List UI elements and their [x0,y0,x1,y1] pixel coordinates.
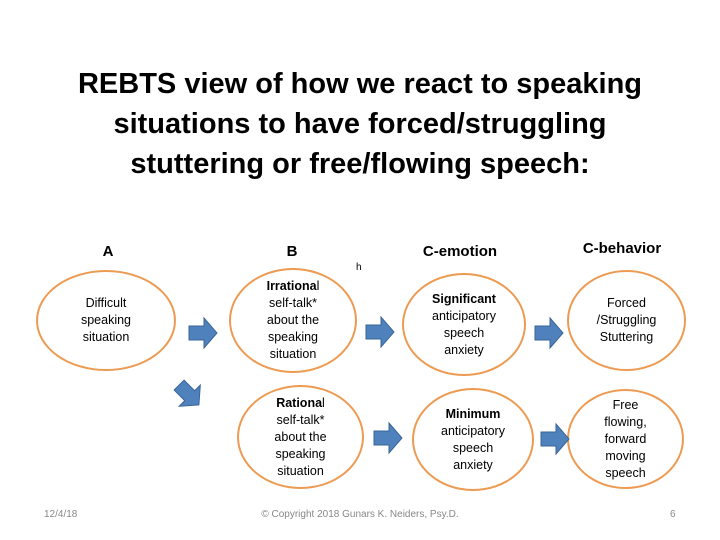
node-irrational-self-talk: Irrational self-talk* about the speaking… [229,268,357,373]
node-forced-stuttering: Forced /Struggling Stuttering [567,270,686,371]
node-rational-self-talk: Rational self-talk* about the speaking s… [237,385,364,489]
node-text: about the [266,313,320,327]
header-b: B [286,243,298,260]
node-text: Difficult [85,296,127,310]
node-significant-anxiety: Significant anticipatory speech anxiety [402,273,526,376]
header-a: A [102,243,114,260]
node-text: anticipatory [441,423,505,438]
node-text: Irrational [267,278,320,295]
page-number: 6 [670,509,676,520]
node-text: forward [604,432,647,446]
node-bold-text: Rationa [276,395,323,410]
node-difficult-situation: Difficult speaking situation [36,270,176,371]
node-text: speaking [275,446,326,461]
node-text: anxiety [453,457,493,472]
node-text: anxiety [444,342,484,357]
node-text: /Struggling [596,313,657,327]
node-free-flowing-speech: Free flowing, forward moving speech [567,389,684,489]
node-text: self-talk* [276,412,325,427]
node-text: situation [82,330,130,344]
arrow-right-icon [365,315,395,349]
node-text: anticipatory [432,308,496,323]
node-text: situation [277,463,324,478]
node-text: situation [269,347,317,361]
title-line: REBTS view of how we react to speaking [77,68,642,100]
arrow-right-icon [534,316,564,350]
stray-mark: h [356,262,362,273]
arrow-right-icon [540,422,570,456]
node-text: about the [274,429,327,444]
footer-copyright: © Copyright 2018 Gunars K. Neiders, Psy.… [261,509,459,520]
node-text: Forced [607,296,646,310]
node-text: Stuttering [599,330,654,344]
slide-title: REBTS view of how we react to speaking s… [0,64,720,184]
node-text: flowing, [604,415,647,429]
header-c-emotion: C-emotion [422,243,498,260]
node-text: speaking [267,330,319,344]
node-bold-text: Significant [432,291,496,306]
node-text: speaking [80,313,132,327]
node-text: speech [443,325,485,340]
node-text: l [322,395,325,410]
node-text: speech [605,466,646,480]
arrow-down-right-icon [173,379,201,407]
header-c-behavior: C-behavior [582,240,662,257]
node-text: Free [612,398,639,412]
node-bold-text: Irrationa [266,279,317,293]
arrow-right-icon [373,421,403,455]
node-text: speech [452,440,494,455]
footer-date: 12/4/18 [44,509,78,520]
node-text: l [316,279,320,293]
title-line: situations to have forced/struggling [113,108,607,140]
node-text: moving [605,449,646,463]
arrow-right-icon [188,316,218,350]
title-line: stuttering or free/flowing speech: [130,148,590,180]
node-text: Rational [276,395,325,412]
node-minimum-anxiety: Minimum anticipatory speech anxiety [412,388,534,491]
node-bold-text: Minimum [445,406,501,421]
node-text: self-talk* [269,296,317,310]
